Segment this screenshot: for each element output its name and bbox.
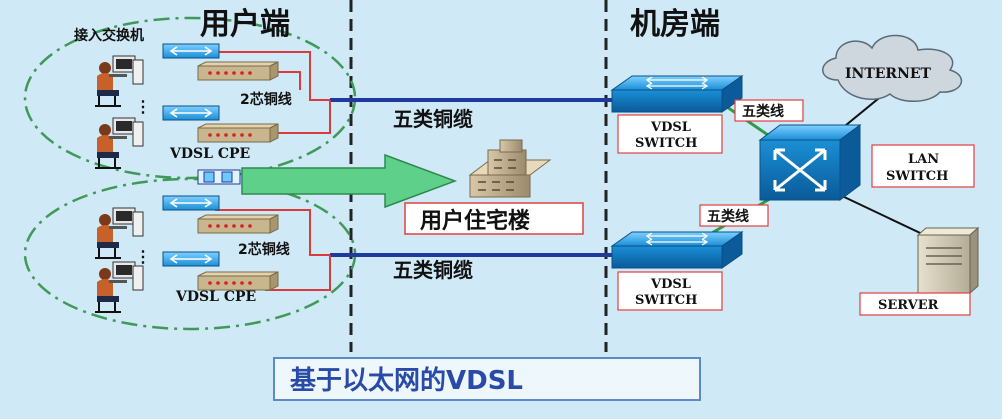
vdsl-cpe-label-upper: VDSL CPE (169, 146, 250, 162)
diagram-caption: 基于以太网的VDSL (290, 365, 523, 396)
internet-cloud-icon (822, 34, 963, 102)
vdsl-switch-upper-label-box (617, 114, 723, 154)
residential-label-box (404, 202, 584, 235)
access-switch-lower-1 (162, 195, 220, 211)
cat5-line-label-lower: 五类线 (707, 208, 749, 225)
vdsl-cpe-modem-4 (197, 271, 279, 291)
access-switch-lower-2 (162, 251, 220, 267)
user-side-heading: 用户端 (200, 7, 290, 42)
vdsl-switch-upper-label-2: SWITCH (635, 136, 697, 151)
server-label: SERVER (878, 298, 939, 313)
building-arrow (241, 153, 458, 209)
vdsl-switch-upper-label-1: VDSL (650, 120, 691, 135)
vdsl-switch-upper-icon (611, 75, 743, 113)
two-core-wire-label-lower: 2芯铜线 (238, 241, 290, 258)
user-computer-4 (94, 261, 144, 313)
lan-switch-label-2: SWITCH (886, 169, 948, 184)
residential-building-label: 用户住宅楼 (420, 208, 530, 234)
lan-switch-label-1: LAN (908, 152, 939, 167)
vdsl-cpe-modem-1 (197, 61, 279, 81)
caption-box (273, 357, 701, 401)
server-label-box (859, 292, 971, 316)
access-switch-label: 接入交换机 (74, 27, 144, 44)
ellipsis-dots-lower: ⋮ (135, 247, 151, 266)
residential-building-icon (468, 139, 552, 198)
vdsl-switch-lower-label-box (617, 271, 723, 311)
vdsl-cpe-label-lower: VDSL CPE (175, 289, 256, 305)
cat5-cable-label-upper: 五类铜缆 (393, 107, 473, 131)
cat5-line-upper-label-box (734, 99, 804, 122)
room-side-heading: 机房端 (630, 7, 720, 42)
server-link (839, 194, 936, 241)
cat5-line-label-upper: 五类线 (742, 103, 784, 120)
user-computer-2 (94, 117, 144, 169)
vdsl-switch-lower-icon (611, 231, 743, 269)
cat5-cable-label-lower: 五类铜缆 (393, 258, 473, 282)
access-switch-upper (162, 43, 220, 59)
two-core-wire-label-upper: 2芯铜线 (240, 91, 292, 108)
copper-wire-lower (215, 209, 331, 291)
server-icon (916, 226, 980, 295)
vdsl-switch-lower-label-2: SWITCH (635, 293, 697, 308)
ellipsis-dots-upper: ⋮ (135, 97, 151, 116)
vdsl-cpe-modem-2 (197, 123, 279, 143)
internet-label: INTERNET (845, 66, 932, 82)
vdsl-cpe-modem-3 (197, 214, 279, 234)
lan-switch-icon (758, 124, 862, 201)
lan-switch-label-box (871, 144, 975, 188)
access-switch-mid (162, 105, 220, 121)
vdsl-switch-lower-label-1: VDSL (650, 277, 691, 292)
cat5-line-lower-label-box (699, 204, 769, 227)
